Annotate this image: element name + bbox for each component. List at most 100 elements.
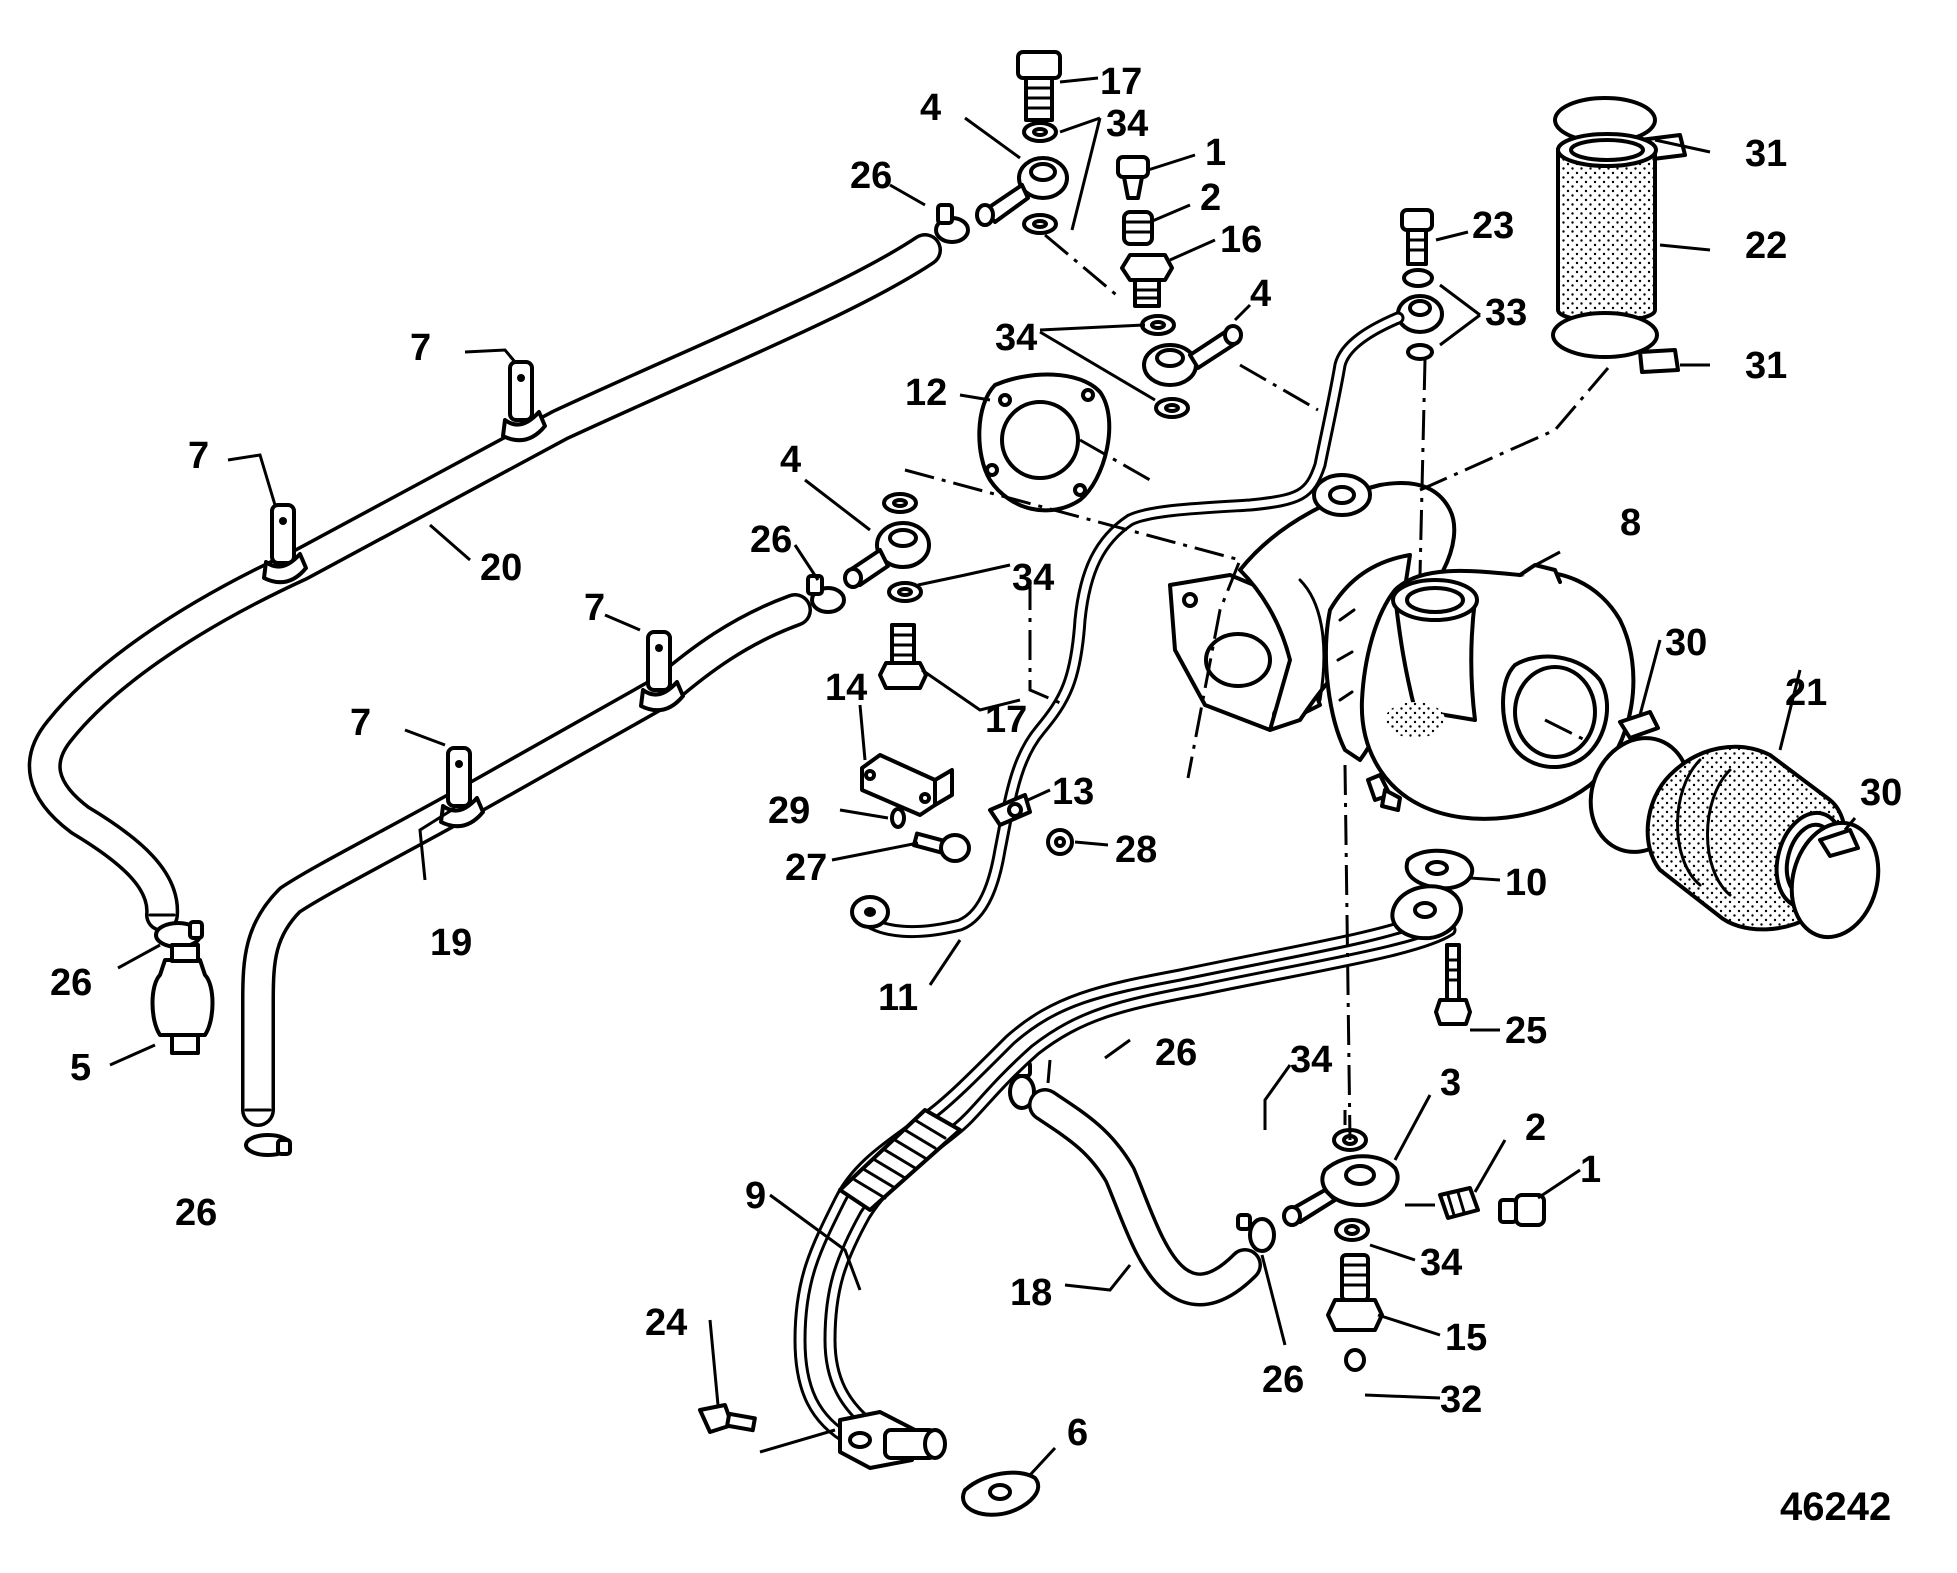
callout-18: 18	[1010, 1272, 1052, 1314]
hose-clamp-26-lower-mid	[1008, 1060, 1036, 1110]
callout-1: 1	[1580, 1149, 1601, 1191]
callout-19: 19	[430, 922, 472, 964]
fitting-2-top	[1122, 210, 1154, 246]
callout-4: 4	[920, 87, 941, 129]
callout-28: 28	[1115, 829, 1157, 871]
callout-17: 17	[985, 699, 1027, 741]
callout-6: 6	[1067, 1412, 1088, 1454]
callout-12: 12	[905, 372, 947, 414]
screw-27	[911, 831, 971, 863]
hose-clip-7-lower-b	[439, 746, 485, 829]
callout-29: 29	[768, 790, 810, 832]
callout-26: 26	[1262, 1359, 1304, 1401]
callout-4: 4	[780, 439, 801, 481]
callout-7: 7	[584, 587, 605, 629]
callout-9: 9	[745, 1175, 766, 1217]
callout-8: 8	[1620, 502, 1641, 544]
callout-5: 5	[70, 1047, 91, 1089]
plug-1-lower	[1498, 1193, 1546, 1227]
banjo-fitting-4-mid	[1142, 324, 1243, 387]
hose-clip-7-upper-a	[501, 360, 547, 443]
clamp-31-bottom	[1551, 311, 1680, 374]
callout-23: 23	[1472, 205, 1514, 247]
oil-drain-tube-9	[793, 913, 1427, 1447]
bolt-17-top	[1016, 50, 1062, 122]
hose-clamp-26-top	[934, 203, 970, 244]
hose-clamp-26-bottom-left	[244, 1133, 292, 1157]
hose-clip-7-upper-b	[262, 503, 308, 585]
callout-30: 30	[1860, 772, 1902, 814]
nut-28	[1046, 828, 1074, 856]
callout-16: 16	[1220, 219, 1262, 261]
banjo-fitting-33	[1396, 294, 1444, 334]
callout-7: 7	[410, 327, 431, 369]
callout-26: 26	[175, 1192, 217, 1234]
washer-33-b	[1406, 343, 1434, 361]
callout-26: 26	[850, 155, 892, 197]
gasket-6	[961, 1470, 1041, 1517]
bolt-25	[1434, 943, 1472, 1026]
hose-18	[1028, 1088, 1262, 1307]
bolt-17-left	[878, 623, 928, 690]
callout-10: 10	[1505, 862, 1547, 904]
callout-20: 20	[480, 547, 522, 589]
hose-22	[1556, 132, 1658, 324]
adapter-15	[1326, 1253, 1384, 1332]
callout-2: 2	[1525, 1107, 1546, 1149]
figure-number: 46242	[1780, 1485, 1891, 1529]
callout-17: 17	[1100, 61, 1142, 103]
washer-34-left-b	[887, 581, 923, 603]
callout-34: 34	[1012, 557, 1054, 599]
callout-14: 14	[825, 667, 867, 709]
fitting-5	[150, 943, 215, 1055]
callout-32: 32	[1440, 1379, 1482, 1421]
plug-1-top	[1116, 155, 1150, 200]
callout-26: 26	[750, 519, 792, 561]
washer-34-top-a	[1022, 121, 1058, 143]
callout-34: 34	[1106, 103, 1148, 145]
washer-34-mid-b	[1154, 397, 1190, 419]
bolt-23	[1400, 208, 1434, 266]
callout-26: 26	[1155, 1032, 1197, 1074]
banjo-fitting-4-top	[975, 156, 1069, 227]
callout-3: 3	[1440, 1062, 1461, 1104]
callout-25: 25	[1505, 1010, 1547, 1052]
washer-34-mid-a	[1140, 314, 1176, 336]
bracket-14	[860, 753, 954, 817]
washer-34-top-b	[1022, 213, 1058, 235]
leader-lines	[109, 76, 1857, 1477]
hose-20	[27, 233, 942, 932]
plug-32	[1344, 1348, 1366, 1372]
adapter-16	[1120, 253, 1174, 308]
banjo-fitting-4-left	[843, 521, 931, 589]
callout-13: 13	[1052, 771, 1094, 813]
hose-clamp-26-lower-right	[1236, 1213, 1276, 1253]
washer-34-left-a	[882, 492, 918, 514]
hose-19	[241, 593, 812, 1127]
washer-33-a	[1402, 268, 1434, 288]
callout-11: 11	[878, 977, 918, 1019]
callout-31: 31	[1745, 345, 1787, 387]
hose-clamp-26-left	[154, 920, 204, 949]
drain-flange-bottom	[838, 1410, 947, 1470]
washer-34-lower-b	[1334, 1218, 1370, 1242]
callout-22: 22	[1745, 225, 1787, 267]
hose-clamp-26-mid	[806, 574, 846, 614]
callout-21: 21	[1785, 672, 1827, 714]
callout-7: 7	[188, 435, 209, 477]
turbocharger-8	[1168, 473, 1636, 821]
gasket-12	[977, 372, 1112, 513]
clip-13	[988, 793, 1032, 827]
callout-31: 31	[1745, 133, 1787, 175]
assembly-center-lines	[904, 233, 1610, 1207]
bellows-section	[838, 1108, 962, 1212]
oil-drain-tube-9-outer	[823, 923, 1457, 1432]
callout-27: 27	[785, 847, 827, 889]
callout-33: 33	[1485, 292, 1527, 334]
callout-labels: 1 2 16 17 4 34 26 4 34 23 33 31 22 31 7 …	[50, 61, 1902, 1529]
callout-2: 2	[1200, 177, 1221, 219]
hose-clip-7-lower-a	[639, 630, 685, 713]
oil-line-11	[850, 311, 1405, 938]
gasket-10	[1404, 848, 1475, 891]
